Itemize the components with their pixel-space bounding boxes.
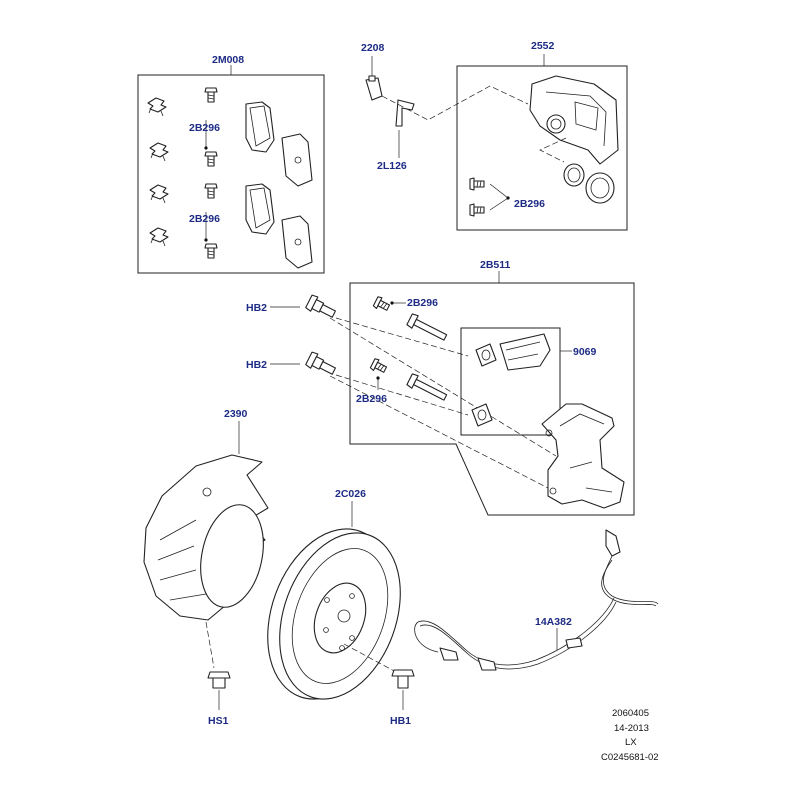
guide-pin-lower [406,373,448,401]
pad-clip-1 [147,97,167,117]
sensor-clip [395,99,415,127]
bleed-screw [365,75,383,101]
anti-rattle-clip [499,333,551,371]
label-hb2-upper: HB2 [246,302,267,314]
wear-sensor [414,529,659,671]
caliper-box [456,65,628,231]
bleed-screw-group: 2208 2L126 [361,42,529,172]
label-hs1: HS1 [208,715,229,727]
pad-kit-group: 2M008 2B296 2B296 [137,54,325,274]
label-hb1: HB1 [390,715,411,727]
guide-boot-lower [471,403,493,427]
shield-screw [207,671,231,689]
label-9069: 9069 [573,346,597,358]
pad-clip-2 [149,142,169,162]
pad-bolt-2 [204,151,218,167]
footnote: 2060405 14-2013 LX C0245681-02 [601,708,659,763]
carrier-bolt-lower [369,357,389,376]
carrier-group: 2B511 HB2 HB2 2B296 2B296 [246,259,635,516]
caliper-group: 2552 2B296 [456,40,628,231]
guide-bolt-lower [305,351,336,375]
label-2m008: 2M008 [212,54,244,66]
label-14a382: 14A382 [535,616,572,628]
footnote-line1: 2060405 [612,708,649,719]
piston-boot [585,172,615,204]
guide-bolt-upper [305,294,336,318]
guide-pin-upper [406,313,448,341]
label-2b296-upper: 2B296 [407,297,438,309]
caliper-bolt-2 [469,203,485,217]
carrier-box [349,282,635,516]
label-2208: 2208 [361,42,385,54]
label-2390: 2390 [224,408,248,420]
piston-seal [563,163,585,187]
pad-clip-4 [149,227,169,247]
footnote-line4: C0245681-02 [601,752,659,763]
label-2c026: 2C026 [335,488,366,500]
brake-pad-2 [281,133,313,187]
brake-pad-4 [281,215,313,269]
caliper-carrier [541,403,625,509]
pad-bolt-4 [204,243,218,259]
carrier-bolt-upper [372,295,392,314]
label-2b296-lower: 2B296 [356,393,387,405]
caliper-bolt-1 [469,177,485,191]
label-2b296-b: 2B296 [189,213,220,225]
footnote-line2: 14-2013 [614,723,649,734]
pad-bolt-1 [204,87,218,103]
label-2552: 2552 [531,40,555,52]
label-2b511: 2B511 [480,259,511,271]
brake-pad-3 [245,183,275,235]
splash-shield-group: 2390 HS1 [143,408,269,727]
wear-sensor-group: 14A382 [414,529,659,671]
label-2b296-a: 2B296 [189,122,220,134]
footnote-line3: LX [625,737,637,748]
label-2b296-caliper: 2B296 [514,198,545,210]
brake-caliper [529,75,619,165]
brake-disc-group: 2C026 HB1 [267,488,415,727]
guide-boot-upper [475,343,497,367]
splash-shield [143,454,269,621]
brake-pad-1 [245,101,275,153]
disc-screw [391,669,415,689]
label-2l126: 2L126 [377,160,407,172]
label-hb2-lower: HB2 [246,359,267,371]
boot-kit-box [460,327,561,436]
pad-clip-3 [149,184,169,204]
pad-bolt-3 [204,183,218,199]
brake-disc [267,528,401,700]
